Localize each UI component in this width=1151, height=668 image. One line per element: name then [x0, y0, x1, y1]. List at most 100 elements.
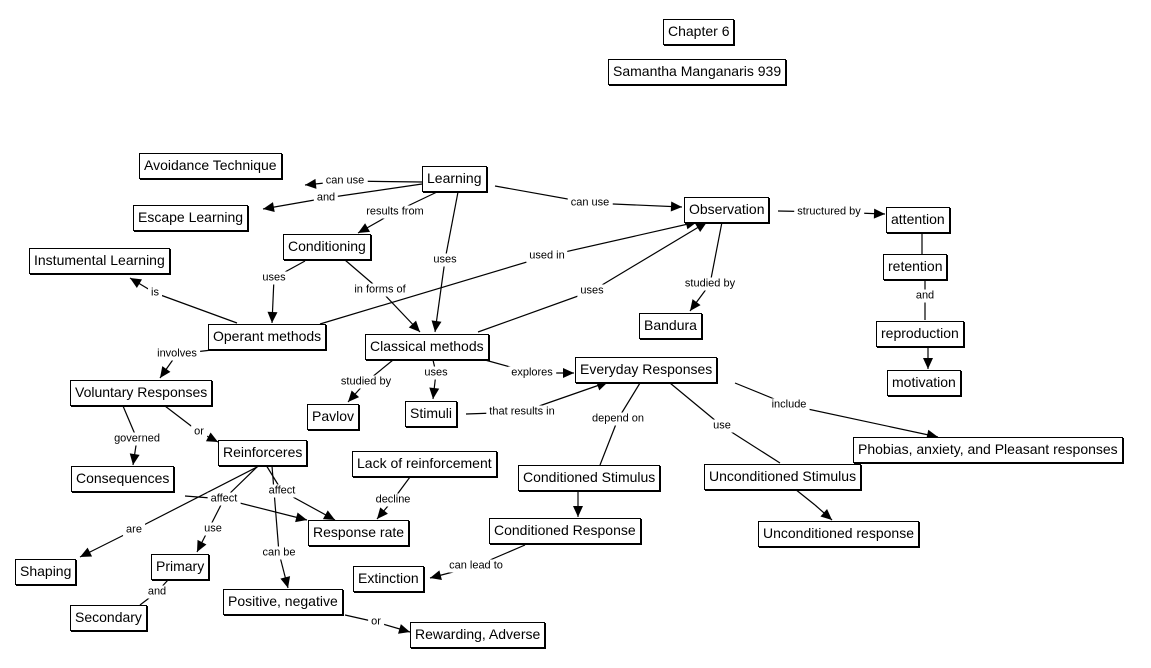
node-positive-negative[interactable]: Positive, negative	[223, 589, 343, 615]
link-label-is: is	[148, 286, 162, 300]
link-label-or: or	[368, 615, 384, 629]
node-lack-of-reinforcement[interactable]: Lack of reinforcement	[352, 451, 497, 477]
node-avoidance-technique[interactable]: Avoidance Technique	[139, 153, 282, 179]
node-retention[interactable]: retention	[883, 254, 948, 280]
arrowhead	[160, 366, 171, 378]
link-label-uses: uses	[430, 253, 460, 267]
node-escape-learning[interactable]: Escape Learning	[133, 205, 249, 231]
connector-line	[133, 465, 260, 531]
node-bandura[interactable]: Bandura	[639, 313, 702, 339]
link-label-and: and	[313, 191, 339, 205]
connector-line	[434, 259, 446, 333]
arrowhead	[573, 506, 583, 517]
link-label-involves: involves	[154, 347, 200, 361]
arrowhead	[595, 380, 608, 391]
link-label-affect: affect	[265, 484, 299, 498]
arrowhead	[205, 432, 218, 442]
arrowhead	[377, 507, 388, 519]
node-motivation[interactable]: motivation	[887, 370, 961, 396]
connector-line	[154, 292, 238, 324]
arrowhead	[129, 453, 140, 465]
link-label-or: or	[191, 425, 207, 439]
node-reproduction[interactable]: reproduction	[876, 321, 964, 347]
node-conditioning[interactable]: Conditioning	[283, 234, 371, 260]
link-label-include: include	[768, 398, 810, 412]
arrowhead	[670, 201, 682, 212]
node-pavlov[interactable]: Pavlov	[307, 404, 360, 430]
link-label-governed: governed	[111, 432, 163, 446]
node-phobias-anxiety-pleasant[interactable]: Phobias, anxiety, and Pleasant responses	[853, 437, 1123, 463]
link-label-in-forms-of: in forms of	[351, 283, 409, 297]
link-label-use: use	[710, 419, 734, 433]
node-everyday-responses[interactable]: Everyday Responses	[575, 357, 718, 383]
node-response-rate[interactable]: Response rate	[308, 520, 410, 546]
node-extinction[interactable]: Extinction	[353, 566, 424, 592]
node-observation[interactable]: Observation	[684, 197, 770, 223]
link-label-can-lead-to: can lead to	[446, 559, 506, 573]
node-stimuli[interactable]: Stimuli	[405, 401, 458, 427]
node-consequences[interactable]: Consequences	[71, 466, 175, 492]
link-label-depend-on: depend on	[589, 412, 647, 426]
arrowhead	[197, 539, 207, 552]
arrowhead	[398, 624, 410, 634]
connector-line	[325, 183, 423, 199]
node-unconditioned-response[interactable]: Unconditioned response	[758, 521, 919, 547]
link-label-decline: decline	[372, 493, 414, 507]
arrowhead	[322, 510, 335, 520]
node-conditioned-response[interactable]: Conditioned Response	[489, 518, 641, 544]
link-label-can-be: can be	[259, 546, 299, 560]
connector-line	[599, 418, 619, 466]
arrowhead	[295, 512, 307, 523]
node-unconditioned-stimulus[interactable]: Unconditioned Stimulus	[704, 464, 862, 490]
link-label-uses: uses	[421, 366, 451, 380]
arrowhead	[690, 299, 701, 311]
node-attention[interactable]: attention	[886, 207, 950, 233]
link-label-studied-by: studied by	[681, 277, 739, 291]
connector-line	[477, 290, 593, 333]
link-label-and: and	[144, 585, 170, 599]
node-author[interactable]: Samantha Manganaris 939	[608, 59, 787, 85]
node-conditioned-stimulus[interactable]: Conditioned Stimulus	[518, 465, 661, 491]
link-label-used-in: used in	[526, 249, 568, 263]
node-primary[interactable]: Primary	[151, 554, 210, 580]
link-label-results-from: results from	[363, 205, 427, 219]
link-label-and: and	[912, 289, 938, 303]
connector-line	[669, 382, 723, 427]
arrowhead	[130, 278, 143, 288]
node-secondary[interactable]: Secondary	[70, 605, 147, 631]
node-chapter[interactable]: Chapter 6	[663, 19, 735, 45]
arrowhead	[923, 358, 933, 369]
arrowhead	[267, 311, 278, 323]
connector-line	[271, 465, 280, 554]
arrowhead	[358, 223, 371, 233]
link-label-can-use: can use	[567, 196, 613, 210]
arrowhead	[431, 320, 442, 332]
connector-line	[709, 221, 723, 285]
link-label-uses: uses	[577, 284, 607, 298]
link-label-uses: uses	[259, 271, 289, 285]
connector-line	[546, 221, 698, 257]
arrowhead	[873, 208, 885, 219]
arrowhead	[348, 390, 360, 402]
node-rewarding-adverse[interactable]: Rewarding, Adverse	[410, 622, 546, 648]
node-shaping[interactable]: Shaping	[15, 559, 77, 585]
node-operant-methods[interactable]: Operant methods	[208, 324, 327, 350]
arrowhead	[430, 570, 442, 581]
node-reinforceres[interactable]: Reinforceres	[218, 440, 308, 466]
connector-line	[319, 255, 548, 325]
node-voluntary-responses[interactable]: Voluntary Responses	[70, 380, 213, 406]
link-label-use: use	[201, 522, 225, 536]
link-label-that-results-in: that results in	[486, 405, 558, 419]
link-label-studied-by: studied by	[337, 375, 395, 389]
node-learning[interactable]: Learning	[422, 166, 487, 192]
arrowhead	[694, 222, 707, 232]
arrowhead	[305, 178, 317, 189]
arrowhead	[563, 368, 574, 378]
link-label-affect: affect	[207, 492, 241, 506]
arrowhead	[263, 202, 275, 213]
node-classical-methods[interactable]: Classical methods	[365, 334, 489, 360]
link-label-are: are	[123, 523, 145, 537]
node-instrumental-learning[interactable]: Instumental Learning	[29, 248, 170, 274]
